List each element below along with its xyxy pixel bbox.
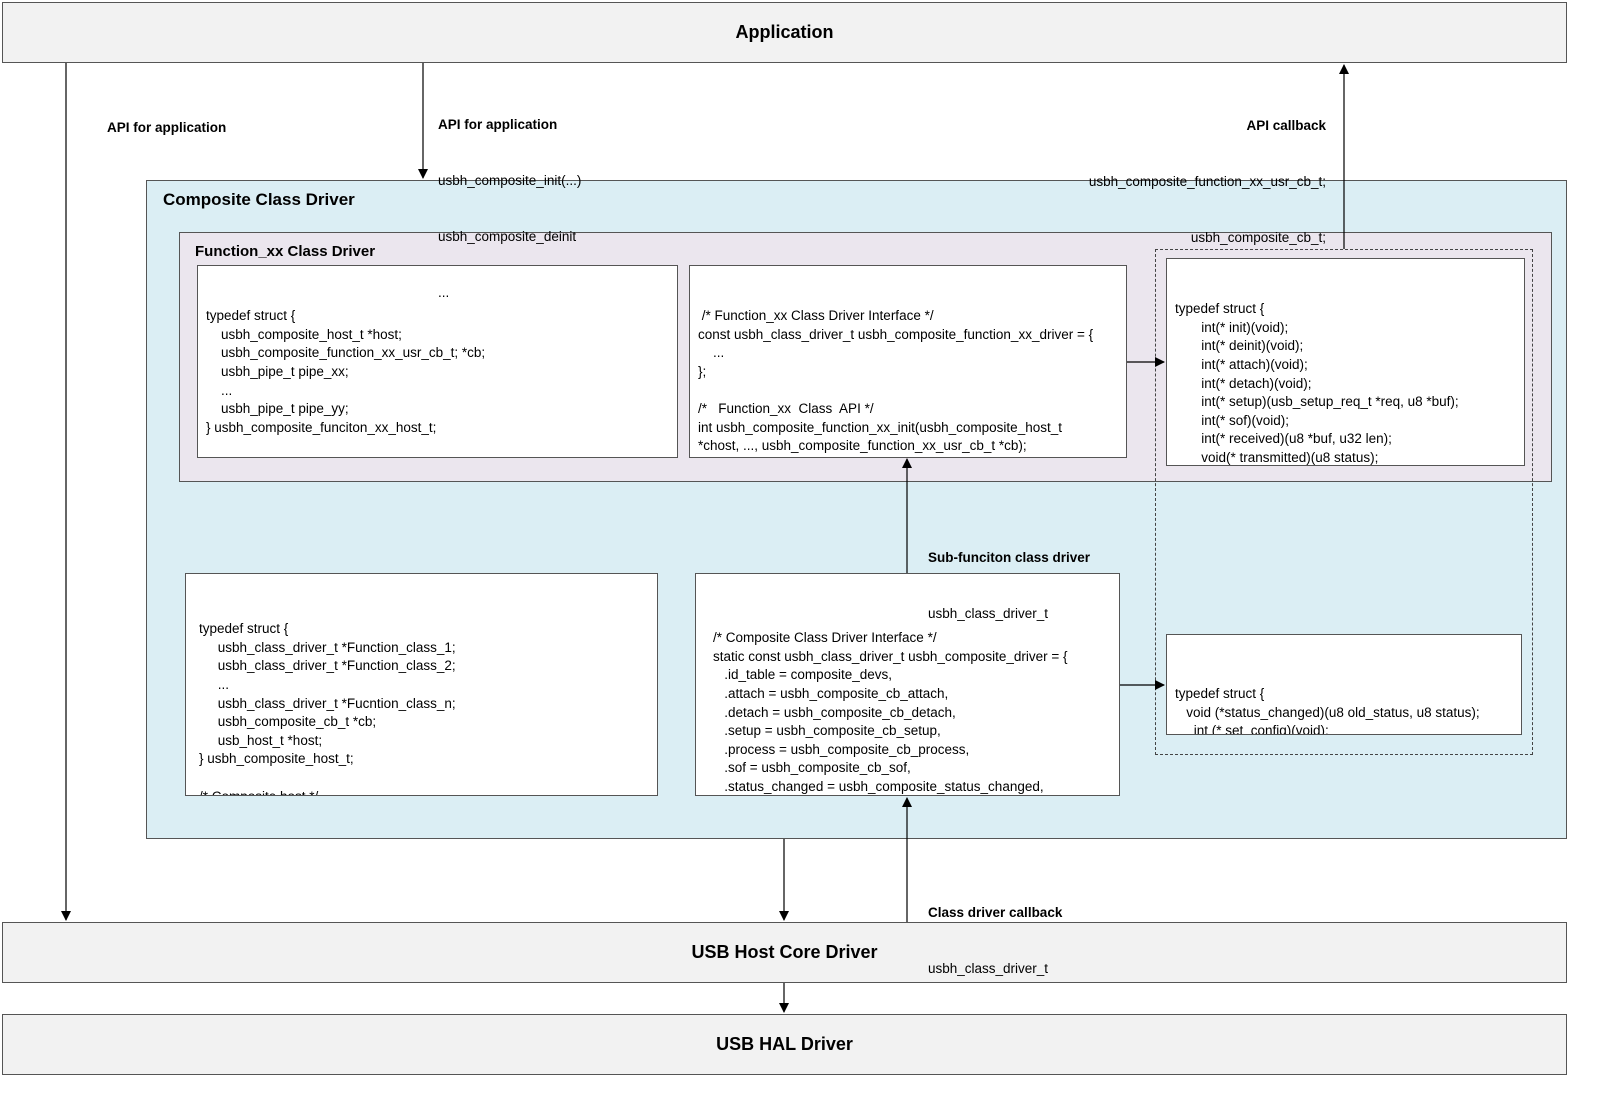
usb-host-core-label: USB Host Core Driver: [691, 942, 878, 962]
api-callback-line: usbh_composite_cb_t;: [1190, 229, 1326, 245]
function-region-title: Function_xx Class Driver: [195, 243, 376, 260]
composite-interface-code: /* Composite Class Driver Interface */ st…: [713, 629, 1111, 795]
code-line: int usbh_composite_function_xx_deinit(vo…: [698, 456, 1118, 458]
code-line: int(* init)(void);: [1175, 319, 1289, 335]
code-line: ...: [206, 382, 233, 398]
api-callback-annotation: API callback usbh_composite_function_xx_…: [1089, 80, 1326, 266]
code-line: const usbh_class_driver_t usbh_composite…: [698, 326, 1094, 342]
code-line: usbh_class_driver_t *Function_class_2;: [199, 658, 456, 674]
code-line: typedef struct {: [1175, 301, 1265, 317]
api-mid-line: usbh_composite_deinit: [438, 228, 577, 244]
api-mid-line: ...: [438, 284, 450, 300]
code-line: };: [698, 363, 707, 379]
code-line: /* Composite Class Driver Interface */: [713, 630, 937, 646]
code-line: ...: [199, 676, 230, 692]
sub-function-annotation: Sub-funciton class driver usbh_class_dri…: [928, 512, 1090, 642]
code-line: ...: [698, 345, 725, 361]
code-line: int(* sof)(void);: [1175, 412, 1290, 428]
code-line: int(* attach)(void);: [1175, 356, 1308, 372]
code-line: typedef struct {: [206, 308, 296, 324]
code-line: .setup = usbh_composite_cb_setup,: [713, 723, 941, 739]
class-callback-line: usbh_class_driver_t: [928, 960, 1049, 976]
code-line: } usbh_composite_funciton_xx_host_t;: [206, 419, 437, 435]
composite-host-struct-box: typedef struct { usbh_class_driver_t *Fu…: [185, 573, 658, 796]
code-line: /* Function_xx Class API */: [698, 401, 874, 417]
function-host-code: typedef struct { usbh_composite_host_t *…: [206, 307, 669, 458]
code-line: int(* received)(u8 *buf, u32 len);: [1175, 431, 1392, 447]
usb-hal-label: USB HAL Driver: [716, 1034, 853, 1054]
code-line: .detach = usbh_composite_cb_detach,: [713, 704, 956, 720]
sub-function-title: Sub-funciton class driver: [928, 550, 1091, 566]
usr-cb-struct-box: typedef struct { int(* init)(void); int(…: [1166, 258, 1525, 466]
code-line: .status_changed = usbh_composite_status_…: [713, 778, 1044, 794]
function-host-struct-box: typedef struct { usbh_composite_host_t *…: [197, 265, 678, 458]
usb-hal-layer: USB HAL Driver: [2, 1014, 1567, 1075]
code-line: usbh_composite_function_xx_usr_cb_t; *cb…: [206, 345, 486, 361]
code-line: void(* transmitted)(u8 status);: [1175, 449, 1379, 465]
code-line: usbh_pipe_t pipe_xx;: [206, 363, 349, 379]
code-line: usbh_composite_host_t *host;: [206, 326, 402, 342]
code-line: int(* deinit)(void);: [1175, 338, 1304, 354]
api-mid-title: API for application: [438, 117, 558, 133]
api-left-title: API for application: [107, 120, 227, 136]
code-line: *chost, ..., usbh_composite_function_xx_…: [698, 438, 1027, 454]
code-line: int(* detach)(void);: [1175, 375, 1312, 391]
api-callback-line: usbh_composite_function_xx_usr_cb_t;: [1088, 173, 1326, 189]
api-mid-line: usbh_composite_init(...): [438, 172, 582, 188]
code-line: static const usbh_class_driver_t usbh_co…: [713, 648, 1068, 664]
code-line: usb_host_t *host;: [199, 732, 323, 748]
code-line: } usbh_composite_host_t;: [199, 751, 354, 767]
code-line: int usbh_composite_function_xx_init(usbh…: [698, 419, 1062, 435]
usr-cb-code: typedef struct { int(* init)(void); int(…: [1175, 300, 1516, 465]
code-line: .id_table = composite_devs,: [713, 667, 892, 683]
application-layer: Application: [2, 2, 1567, 63]
function-interface-box: /* Function_xx Class Driver Interface */…: [689, 265, 1127, 458]
composite-cb-code: typedef struct { void (*status_changed)(…: [1175, 685, 1513, 735]
code-line: .sof = usbh_composite_cb_sof,: [713, 760, 911, 776]
application-label: Application: [735, 22, 834, 42]
composite-host-code: typedef struct { usbh_class_driver_t *Fu…: [199, 620, 649, 795]
usb-host-core-layer: USB Host Core Driver: [2, 922, 1567, 983]
api-mid-annotation: API for application usbh_composite_init(…: [438, 79, 581, 321]
code-line: usbh_composite_cb_t *cb;: [199, 714, 377, 730]
callback-group-dashed-box: [1155, 249, 1533, 755]
code-line: typedef struct {: [199, 621, 289, 637]
code-line: void (*status_changed)(u8 old_status, u8…: [1175, 704, 1480, 720]
class-callback-title: Class driver callback: [928, 905, 1063, 921]
code-line: .attach = usbh_composite_cb_attach,: [713, 685, 949, 701]
composite-cb-struct-box: typedef struct { void (*status_changed)(…: [1166, 634, 1522, 735]
composite-region-title: Composite Class Driver: [163, 190, 355, 209]
composite-interface-box: /* Composite Class Driver Interface */ st…: [695, 573, 1120, 796]
api-left-annotation: API for application: [107, 82, 226, 156]
code-line: int (* set_config)(void);: [1175, 723, 1329, 735]
code-line: /* Funciton_xx host */: [206, 456, 669, 458]
code-line: int(* setup)(usb_setup_req_t *req, u8 *b…: [1175, 394, 1459, 410]
code-line: usbh_class_driver_t *Function_class_1;: [199, 639, 456, 655]
code-line: /* Composite host */: [199, 788, 649, 795]
code-line: /* Function_xx Class Driver Interface */: [698, 308, 934, 324]
code-line: typedef struct {: [1175, 686, 1265, 702]
code-line: usbh_class_driver_t *Fucntion_class_n;: [199, 695, 456, 711]
api-callback-title: API callback: [1246, 118, 1326, 134]
function-interface-code: /* Function_xx Class Driver Interface */…: [698, 307, 1118, 458]
code-line: usbh_pipe_t pipe_yy;: [206, 401, 349, 417]
code-line: .process = usbh_composite_cb_process,: [713, 741, 970, 757]
class-callback-annotation: Class driver callback usbh_class_driver_…: [928, 867, 1062, 997]
sub-function-line: usbh_class_driver_t: [928, 605, 1049, 621]
